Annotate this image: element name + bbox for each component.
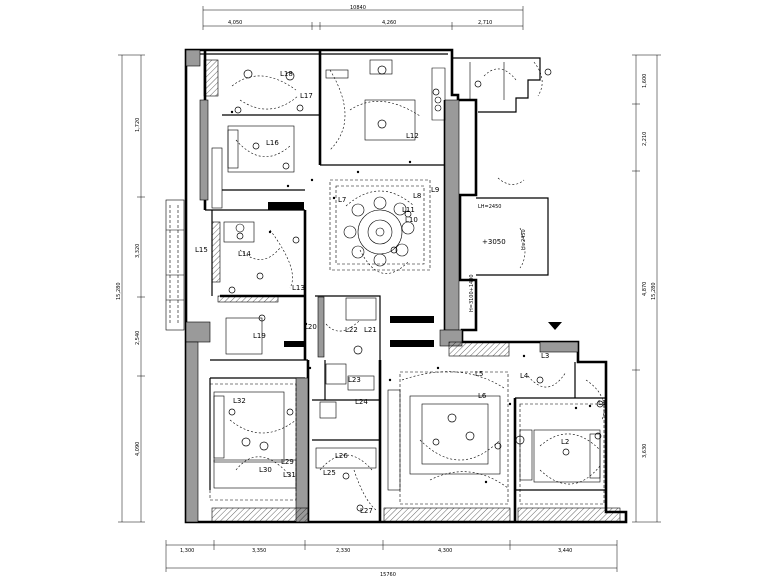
label-l13: L13	[292, 284, 305, 292]
light-labels: L1 L2 L3 L4 L5 L6 L7 L8 L9 L10 L11 L12 L…	[195, 70, 606, 515]
dim-right-total: 15,280	[651, 283, 657, 301]
label-l32: L32	[233, 397, 246, 405]
label-l17: L17	[300, 92, 313, 100]
dim-bottom-seg-3: 2,330	[336, 548, 350, 554]
label-l23: L23	[348, 376, 361, 384]
dim-bottom-seg-5: 3,440	[558, 548, 572, 554]
columns	[185, 49, 579, 523]
dimension-labels: 10840 4,050 4,260 2,710 1,300 3,350 2,33…	[116, 5, 657, 578]
beams	[268, 202, 434, 347]
label-l11: L11	[402, 206, 415, 214]
label-l31: L31	[283, 471, 296, 479]
label-l12: L12	[406, 132, 419, 140]
section-marker-icon	[548, 322, 562, 330]
label-l18: L18	[280, 70, 293, 78]
label-l6: L6	[478, 392, 487, 400]
dim-bottom-seg-2: 3,350	[252, 548, 266, 554]
label-l26: L26	[335, 452, 348, 460]
walls	[165, 48, 628, 524]
label-l9: L9	[431, 186, 439, 194]
label-l16: L16	[266, 139, 279, 147]
label-l4: L4	[520, 372, 529, 380]
label-l7: L7	[338, 196, 346, 204]
label-l15: L15	[195, 246, 208, 254]
label-l25: L25	[323, 469, 336, 477]
switch-dots	[230, 110, 592, 484]
dim-top-seg-3: 2,710	[478, 20, 492, 26]
label-l5: L5	[475, 370, 483, 378]
label-l22: L22	[345, 326, 358, 334]
dim-top-seg-2: 4,260	[382, 20, 396, 26]
label-l27: L27	[360, 507, 373, 515]
lighting-arcs	[209, 61, 605, 511]
furniture	[211, 59, 601, 491]
dim-left-seg-4: 4,090	[135, 442, 141, 456]
dim-left-seg-1: 1,720	[135, 118, 141, 132]
dim-right-seg-4: 3,630	[642, 444, 648, 458]
label-l8: L8	[413, 192, 421, 200]
dim-right-seg-1: 1,600	[642, 74, 648, 88]
lamp-symbols	[228, 65, 604, 512]
label-l29: L29	[281, 458, 294, 466]
dim-right-seg-3: 4,870	[642, 282, 648, 296]
note-level: +3050	[482, 238, 506, 246]
hatched-walls	[203, 59, 621, 523]
label-l2: L2	[561, 438, 569, 446]
label-l20: L20	[304, 323, 317, 331]
dim-right-seg-2: 2,210	[642, 132, 648, 146]
label-l3: L3	[541, 352, 549, 360]
dim-left-total: 15,280	[116, 283, 122, 301]
note-height-2: H=3100+1400	[469, 274, 475, 312]
dim-bottom-seg-1: 1,300	[180, 548, 194, 554]
dim-bottom-total: 15760	[380, 572, 396, 578]
label-l24: L24	[355, 398, 368, 406]
dimension-lines	[118, 6, 661, 572]
note-height: LH=2450	[478, 204, 501, 210]
dim-bottom-seg-4: 4,300	[438, 548, 452, 554]
label-l10: L10	[405, 216, 418, 224]
dim-top-seg-1: 4,050	[228, 20, 242, 26]
label-l19: L19	[253, 332, 266, 340]
label-l1: L1	[598, 399, 606, 407]
dim-left-seg-3: 2,540	[135, 331, 141, 345]
label-l14: L14	[238, 250, 251, 258]
note-height-3: H=2450	[521, 229, 527, 250]
label-l21: L21	[364, 326, 377, 334]
dim-top-total: 10840	[350, 5, 366, 11]
label-l30: L30	[259, 466, 272, 474]
dim-left-seg-2: 3,320	[135, 244, 141, 258]
